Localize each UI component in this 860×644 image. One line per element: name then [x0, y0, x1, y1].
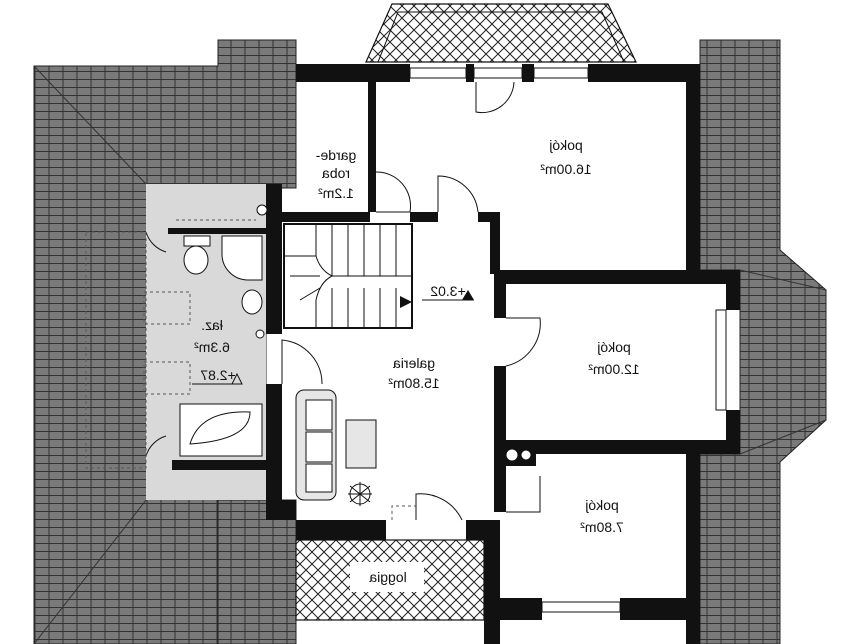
- sofa-icon: [295, 389, 337, 501]
- galeria-area: 15.80m²: [388, 375, 440, 391]
- lazienka-area: 6.3m²: [194, 339, 230, 355]
- label-pokoj-small: pokój 7.80m²: [580, 497, 624, 535]
- label-loggia: loggia: [369, 569, 407, 585]
- chimney-icon: [255, 204, 531, 461]
- level-mark-upper: +3.02: [422, 283, 474, 301]
- label-pokoj-large: pokój 16.00m²: [540, 137, 592, 177]
- label-galeria: galeria 15.80m²: [388, 355, 440, 391]
- label-garderoba: garde- roba 1.2m²: [315, 147, 356, 201]
- pokoj-small-area: 7.80m²: [580, 519, 624, 535]
- pokoj-large-name: pokój: [549, 137, 582, 153]
- table-icon: [345, 419, 377, 469]
- plant-icon: [348, 482, 372, 506]
- level-bathroom-text: +2.87: [200, 367, 236, 383]
- toilet-icon: [183, 235, 211, 275]
- pokoj-mid-area: 12.00m²: [588, 361, 640, 377]
- galeria-name: galeria: [393, 355, 435, 371]
- stairs-icon: [283, 223, 413, 329]
- pokoj-small-name: pokój: [585, 497, 618, 513]
- pokoj-large-area: 16.00m²: [540, 161, 592, 177]
- level-upper-text: +3.02: [430, 283, 466, 299]
- loggia-area: [295, 539, 485, 621]
- doors: [145, 81, 541, 521]
- bathtub-icon: [179, 403, 263, 457]
- bay-window-top: [365, 3, 637, 63]
- label-lazienka: łaz. 6.3m²: [194, 317, 230, 355]
- level-mark-bathroom: +2.87: [192, 367, 243, 385]
- garderoba-area: 1.2m²: [318, 185, 354, 201]
- shower-icon: [221, 235, 263, 281]
- lazienka-name: łaz.: [201, 317, 223, 333]
- loggia-name: loggia: [369, 569, 407, 585]
- roof-bottom-left: [217, 499, 297, 644]
- walls: [168, 64, 740, 644]
- garderoba-name-1: garde-: [315, 147, 356, 163]
- label-pokoj-mid: pokój 12.00m²: [588, 339, 640, 377]
- sink-icon: [241, 289, 263, 315]
- garderoba-name-2: roba: [322, 165, 350, 181]
- windows: [409, 67, 727, 613]
- dashed-fixtures: [85, 219, 256, 469]
- pokoj-mid-name: pokój: [597, 339, 630, 355]
